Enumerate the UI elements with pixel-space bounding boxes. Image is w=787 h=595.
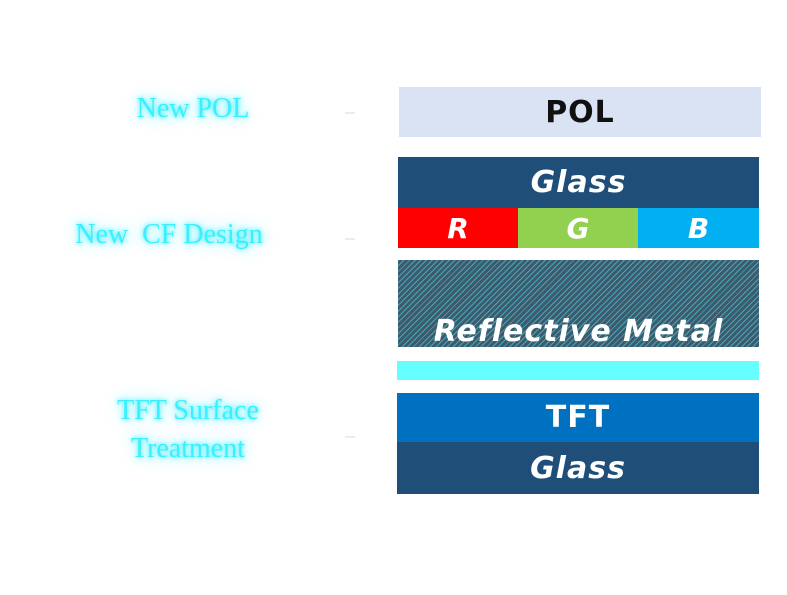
tft-layer: TFT <box>397 393 759 442</box>
pol-layer-label: POL <box>545 94 615 130</box>
connector-marker-pol <box>345 112 355 114</box>
tft-layer-label: TFT <box>545 400 611 435</box>
pol-layer: POL <box>399 87 761 137</box>
label-tft-line1: TFT Surface <box>117 395 259 426</box>
reflective-metal-label: Reflective Metal <box>433 314 724 349</box>
color-filter-green-label: G <box>566 211 590 245</box>
color-filter-red: R <box>398 208 518 248</box>
color-filter-blue-label: B <box>687 211 710 245</box>
color-filter-red-label: R <box>447 211 469 245</box>
color-filter-blue: B <box>638 208 759 248</box>
cf-glass-label: Glass <box>530 165 627 200</box>
label-new-cf-design: New CF Design <box>75 219 263 250</box>
color-filter-green: G <box>518 208 638 248</box>
connector-marker-tft <box>345 436 355 438</box>
label-tft-line2: Treatment <box>130 433 246 464</box>
cf-glass-layer: Glass <box>398 157 759 208</box>
label-new-pol: New POL <box>136 93 250 124</box>
label-tft-surface-treatment: TFT Surface Treatment <box>88 392 288 468</box>
tft-surface-treatment-layer <box>397 361 759 380</box>
tft-glass-layer: Glass <box>397 442 759 494</box>
reflective-metal-layer: Reflective Metal <box>398 260 759 347</box>
tft-glass-label: Glass <box>530 450 626 486</box>
connector-marker-cf <box>345 238 355 240</box>
